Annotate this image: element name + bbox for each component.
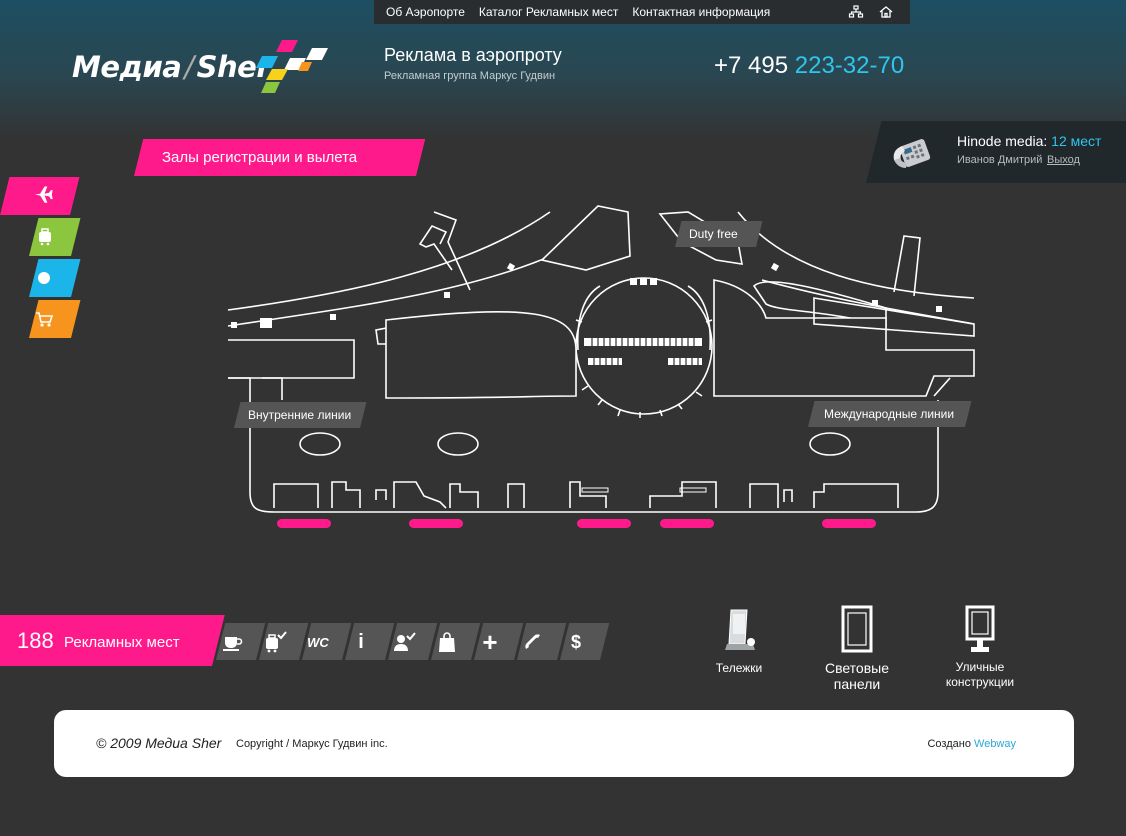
street-label-2: конструкции [945,675,1015,689]
coffee-icon [216,628,248,656]
section-title: Залы регистрации и вылета [162,149,358,166]
info-icon: i [358,630,364,653]
user-places-count: 12 мест [1051,133,1102,149]
top-navigation: Об Аэропорте Каталог Рекламных мест Конт… [374,0,910,24]
home-icon[interactable] [878,4,894,20]
ad-type-trolleys[interactable]: Тележки [704,606,774,676]
wc-icon: WC [307,634,329,650]
ad-places-count: 188 [17,628,54,653]
logout-link[interactable]: Выход [1047,154,1080,166]
footer-copyright: © 2009 Медиа Sher [96,735,222,751]
light-panel-icon [841,605,873,653]
footer-rights: Copyright / Маркус Гудвин inc. [236,738,388,750]
user-name: Иванов Дмитрий [957,154,1043,166]
street-billboard-icon [965,605,995,652]
tagline-subtitle: Рекламная группа Маркус Гудвин [384,70,556,82]
footer-webway-link[interactable]: Webway [974,738,1016,750]
airplane-icon [34,186,53,203]
nav-catalog[interactable]: Каталог Рекламных мест [478,5,619,19]
ad-type-light-panels[interactable]: Световые панели [815,605,899,692]
contact-phone: +7 495 223-32-70 [714,52,904,80]
logo-text-left: Медиа [72,50,182,84]
trolleys-label: Тележки [715,661,763,675]
footer-made-by-text: Создано [927,738,971,750]
duty-free-label: Duty free [689,227,738,241]
phone-number: 223-32-70 [794,52,905,79]
user-company-name: Hinode media: [957,133,1048,149]
phone-handset-icon [517,628,549,656]
trolley-icon [725,609,755,650]
shopping-bag-icon [431,628,463,656]
domestic-lines-label: Внутренние линии [248,408,352,422]
suitcase-icon [39,228,51,246]
dollar-icon: $ [570,631,581,652]
user-check-icon [388,628,420,656]
sitemap-icon[interactable] [848,4,864,20]
luggage-check-icon [259,628,291,656]
footer: © 2009 Медиа Sher Copyright / Маркус Гуд… [54,710,1074,777]
ad-type-street-constructions[interactable]: Уличные конструкции [938,605,1022,690]
logo-tiles-icon [256,40,328,93]
tagline: Реклама в аэропроту Рекламная группа Мар… [384,45,562,82]
international-lines-label: Международные линии [824,407,955,421]
light-panels-label-2: панели [833,676,881,692]
terminal-map[interactable] [226,200,980,540]
cart-icon [36,312,54,327]
footer-made-by: Создано Webway [927,738,1016,750]
light-panels-label-1: Световые [824,660,890,676]
nav-icons [848,4,910,20]
phone-code: +7 495 [714,52,789,79]
nav-about-airport[interactable]: Об Аэропорте [386,5,465,19]
circle-icon [38,272,50,284]
nav-contacts[interactable]: Контактная информация [632,5,771,19]
street-label-1: Уличные [955,660,1005,674]
office-phone-icon [893,139,931,168]
user-company: Hinode media: 12 мест [957,133,1101,149]
plus-icon: + [482,626,498,657]
tagline-title: Реклама в аэропроту [384,45,562,65]
logo[interactable]: Медиа/Sher [72,38,332,96]
ad-places-label: Рекламных мест [64,634,180,651]
